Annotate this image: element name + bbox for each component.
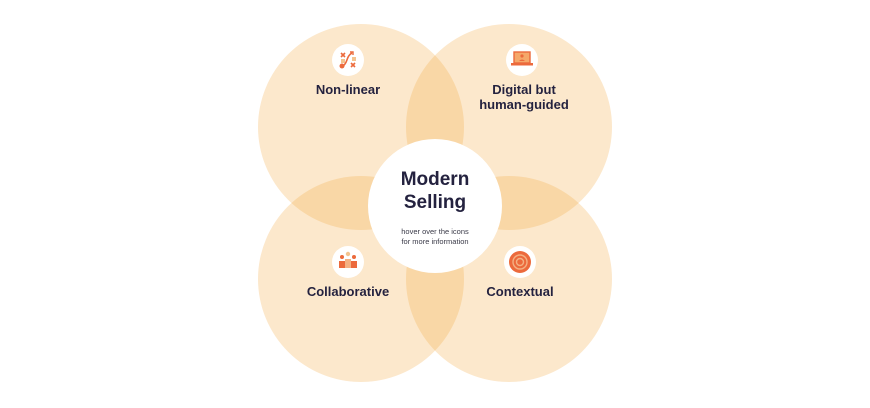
target-icon[interactable]: [504, 246, 536, 278]
center-circle: [368, 139, 502, 273]
label-collaborative: Collaborative: [306, 284, 390, 299]
label-contextual: Contextual: [486, 284, 554, 299]
laptop-user-icon[interactable]: [506, 44, 538, 76]
center-title-line1: Modern: [400, 169, 470, 190]
label-digital-line2: human-guided: [479, 97, 569, 112]
label-digital-line1: Digital but: [492, 82, 556, 97]
center-hint-line1: hover over the icons: [401, 227, 469, 236]
team-people-icon[interactable]: [332, 246, 364, 278]
center-title: Modern Selling: [401, 168, 470, 214]
label-digital: Digital but human-guided: [479, 82, 569, 112]
strategy-path-icon[interactable]: [332, 44, 364, 76]
center-hint-line2: for more information: [401, 237, 469, 246]
center-title-line2: Selling: [403, 192, 467, 213]
label-non-linear: Non-linear: [315, 82, 381, 97]
center-hint: hover over the icons for more informatio…: [401, 227, 469, 247]
